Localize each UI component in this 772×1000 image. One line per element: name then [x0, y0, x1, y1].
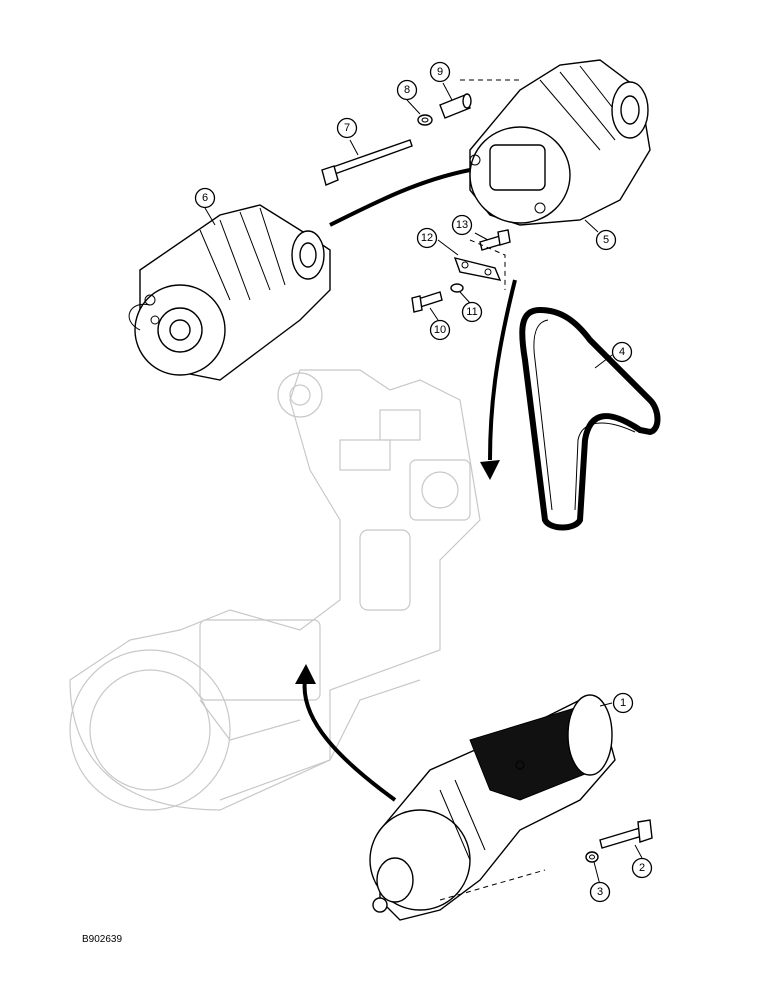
- svg-text:8: 8: [404, 84, 410, 96]
- svg-text:1: 1: [620, 697, 626, 709]
- svg-text:7: 7: [344, 122, 350, 134]
- engine-outline: [69, 369, 481, 811]
- callout-2: 2: [631, 857, 653, 879]
- svg-text:10: 10: [434, 324, 446, 336]
- svg-text:4: 4: [619, 346, 625, 358]
- arrow-starter-to-engine: [302, 679, 397, 802]
- callout-5: 5: [595, 229, 617, 251]
- starter-motor: [369, 694, 653, 921]
- callout-4: 4: [611, 341, 633, 363]
- alternator-right: [460, 59, 651, 226]
- callout-11: 11: [461, 301, 483, 323]
- svg-text:6: 6: [202, 192, 208, 204]
- flow-arrows: [295, 168, 517, 802]
- callout-12: 12: [416, 227, 438, 249]
- arrow-alternator-swap: [329, 168, 471, 227]
- svg-text:12: 12: [421, 232, 433, 244]
- arrow-head-icon: [480, 460, 500, 480]
- arrow-alternator-to-engine: [488, 279, 517, 461]
- leader-lines: [204, 82, 643, 886]
- callout-10: 10: [429, 319, 451, 341]
- figure-code: B902639: [82, 934, 123, 945]
- svg-text:3: 3: [597, 886, 603, 898]
- callout-9: 9: [429, 61, 451, 83]
- hardware-group: [321, 93, 511, 313]
- callout-6: 6: [194, 187, 216, 209]
- svg-text:11: 11: [466, 306, 477, 318]
- svg-text:2: 2: [639, 862, 645, 874]
- callout-1: 1: [612, 692, 634, 714]
- arrow-head-icon: [295, 664, 316, 684]
- callout-7: 7: [336, 117, 358, 139]
- svg-text:5: 5: [603, 234, 609, 246]
- svg-text:9: 9: [437, 66, 443, 78]
- alternator-left: [128, 204, 331, 381]
- callout-3: 3: [589, 881, 611, 903]
- drive-belt: [519, 306, 661, 531]
- svg-text:13: 13: [456, 219, 468, 231]
- callout-8: 8: [396, 79, 418, 101]
- callout-13: 13: [451, 214, 473, 236]
